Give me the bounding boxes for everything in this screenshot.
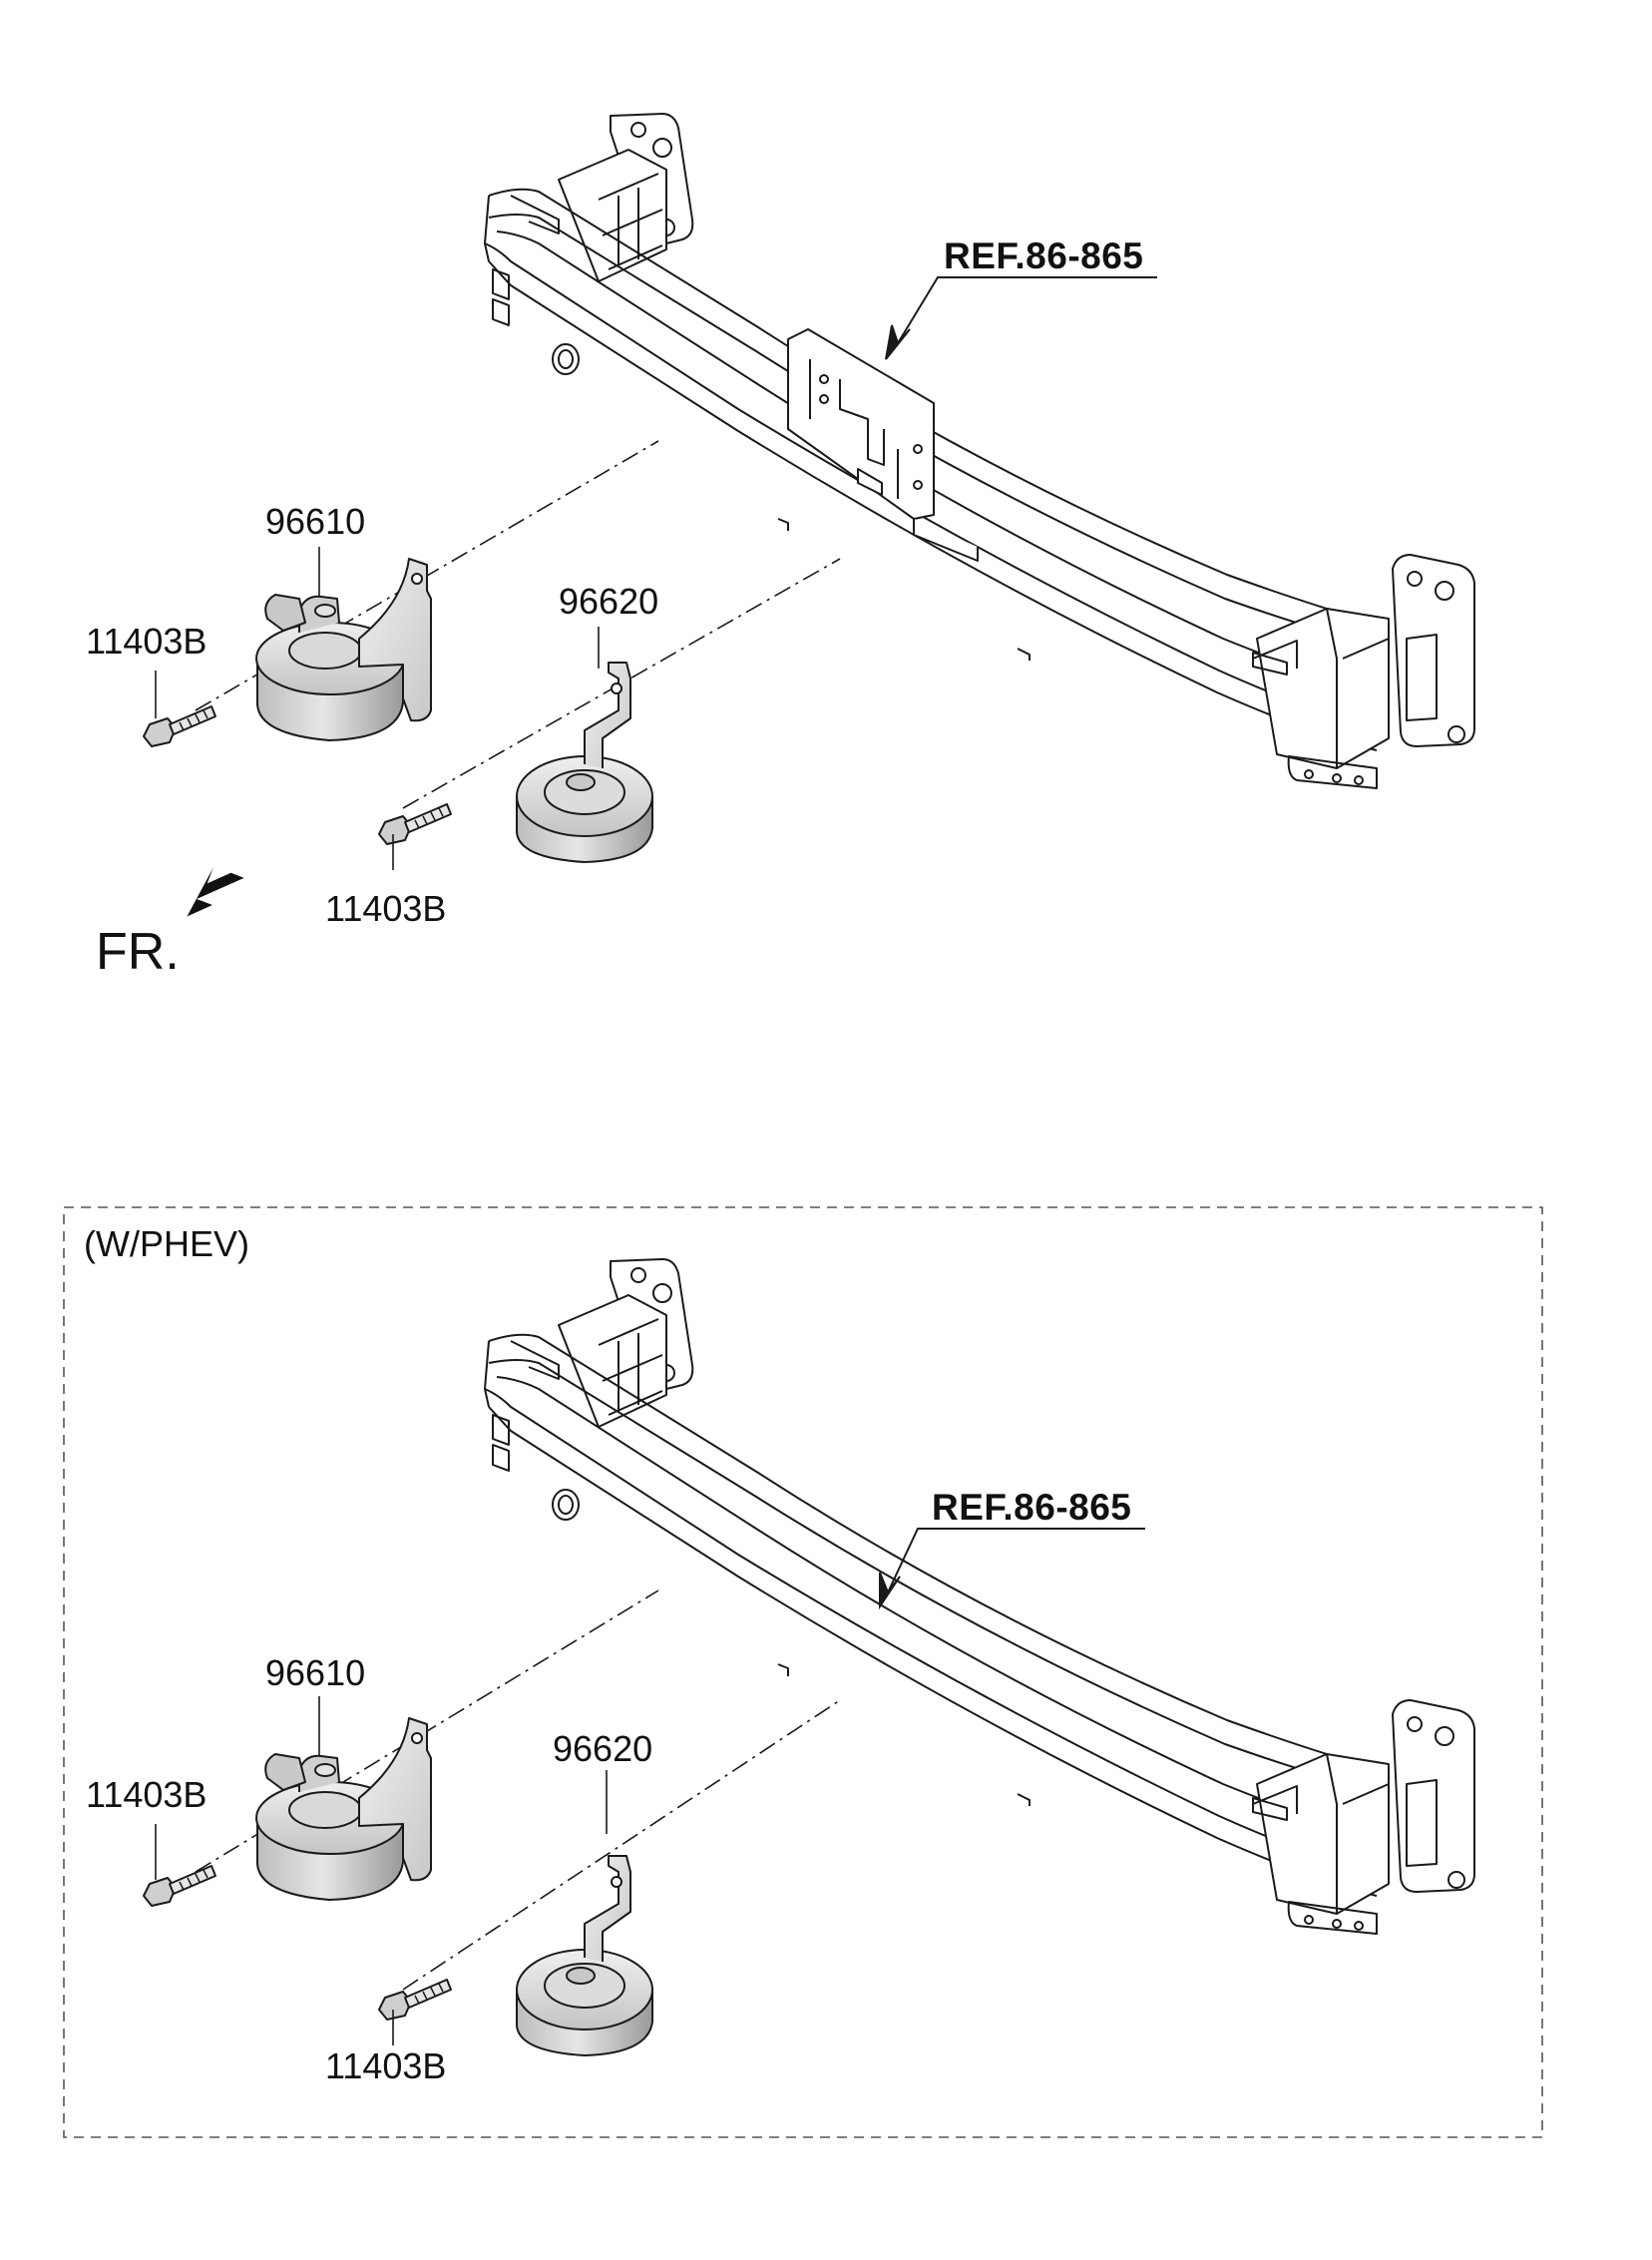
ref-arrow-icon (885, 324, 911, 360)
bolt-right-lower (378, 1979, 452, 2021)
part-number-96620: 96620 (559, 581, 659, 622)
ref-label: REF.86-865 (944, 235, 1144, 276)
bumper-beam-lower (484, 1258, 1475, 1935)
horn-low-pitch (255, 558, 432, 741)
part-number-96620-lower: 96620 (553, 1728, 653, 1769)
phev-variant-frame (63, 1206, 1543, 2138)
part-number-11403b-left-lower: 11403B (86, 1774, 207, 1815)
horn-low-pitch-lower (255, 1717, 432, 1901)
horn-high-pitch (516, 662, 653, 863)
front-arrow-icon (187, 867, 244, 917)
center-bracket (787, 328, 979, 562)
part-number-96610: 96610 (265, 501, 366, 542)
ref-arrow-lower-icon (879, 1572, 901, 1610)
bolt-left (143, 705, 216, 747)
horn-high-pitch-lower (516, 1855, 653, 2056)
bolt-left-lower (143, 1865, 216, 1907)
part-number-11403b-left: 11403B (86, 621, 207, 662)
mount-line-right (402, 558, 841, 809)
part-number-11403b-right: 11403B (325, 888, 447, 929)
front-indicator: FR. (96, 923, 180, 981)
bolt-right (378, 803, 452, 845)
lower-assembly (143, 1258, 1475, 2056)
upper-assembly (143, 113, 1475, 917)
part-number-11403b-right-lower: 11403B (325, 2045, 447, 2086)
ref-leader (897, 276, 1157, 344)
variant-label: (W/PHEV) (84, 1223, 249, 1264)
bumper-beam-upper (484, 113, 1475, 789)
part-number-96610-lower: 96610 (265, 1652, 366, 1693)
mount-line-right-lower (402, 1699, 841, 1991)
ref-label-lower: REF.86-865 (932, 1487, 1132, 1528)
ref-leader-lower (887, 1528, 1145, 1593)
